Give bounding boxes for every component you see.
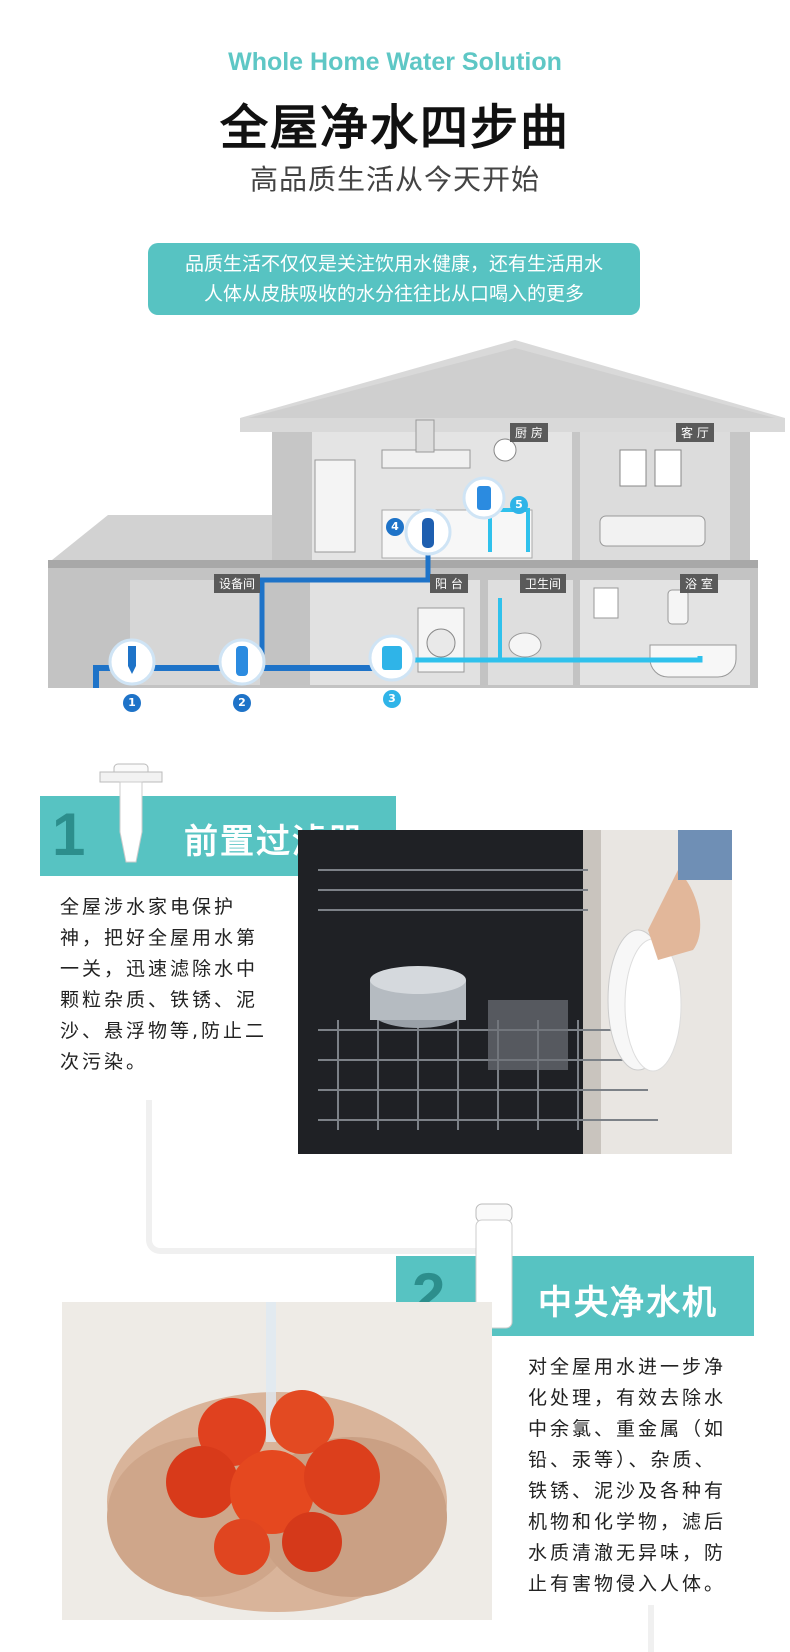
step2-line: 对全屋用水进一步净 [528, 1356, 727, 1378]
banner-line-1: 品质生活不仅仅是关注饮用水健康，还有生活用水 [184, 253, 603, 275]
marker-4: 4 [386, 518, 404, 536]
step1-line: 一关，迅速滤除水中 [60, 958, 259, 980]
clock-icon [493, 438, 517, 462]
step1-line: 全屋涉水家电保护 [60, 896, 237, 918]
dishwasher-photo [298, 830, 732, 1154]
room-label-living: 客 厅 [676, 423, 714, 442]
toilet-room [488, 580, 573, 685]
marker-3: 3 [383, 690, 401, 708]
room-label-kitchen: 厨 房 [510, 423, 548, 442]
mirror [593, 587, 619, 619]
banner-line-2: 人体从皮肤吸收的水分往往比从口喝入的更多 [203, 283, 584, 305]
step1-line: 沙、悬浮物等,防止二 [60, 1020, 268, 1042]
step2-line: 水质清澈无异味，防 [528, 1542, 727, 1564]
picture-frame [619, 449, 647, 487]
step2-description: 对全屋用水进一步净 化处理，有效去除水 中余氯、重金属（如 铅、汞等）、杂质、 … [528, 1352, 758, 1600]
house-svg [48, 340, 785, 688]
range-hood [381, 449, 471, 469]
info-banner: 品质生活不仅仅是关注饮用水健康，还有生活用水 人体从皮肤吸收的水分往往比从口喝入… [148, 243, 640, 315]
connector-line [146, 1100, 487, 1254]
toilet [508, 632, 542, 658]
step2-line: 铁锈、泥沙及各种有 [528, 1480, 727, 1502]
step2-title: 中央净水机 [538, 1283, 718, 1323]
step2-line: 铅、汞等）、杂质、 [528, 1449, 717, 1471]
step2-line: 机物和化学物，滤后 [528, 1511, 727, 1533]
kitchen-counter [381, 509, 533, 559]
step1-line: 神，把好全屋用水第 [60, 927, 259, 949]
sofa [599, 515, 706, 547]
fridge [314, 459, 356, 553]
room-label-toilet: 卫生间 [520, 574, 567, 593]
step2-line: 化处理，有效去除水 [528, 1387, 727, 1409]
central-purifier-icon [475, 1203, 513, 1329]
up-pipe [259, 552, 431, 668]
step2-line: 中余氯、重金属（如 [528, 1418, 727, 1440]
water-heater [667, 589, 689, 625]
pre-filter-icon [99, 763, 163, 863]
marker-1: 1 [123, 694, 141, 712]
room-label-bath: 浴 室 [680, 574, 718, 593]
step1-description: 全屋涉水家电保护 神，把好全屋用水第 一关，迅速滤除水中 颗粒杂质、铁锈、泥 沙… [60, 892, 280, 1078]
step1-line: 次污染。 [60, 1051, 149, 1073]
marker-2: 2 [233, 694, 251, 712]
room-label-balcony: 阳 台 [430, 574, 468, 593]
annex-roof [52, 515, 272, 560]
english-title: Whole Home Water Solution [228, 48, 562, 76]
room-label-equipment: 设备间 [214, 574, 261, 593]
main-title: 全屋净水四步曲 [219, 100, 570, 156]
step2-line: 止有害物侵入人体。 [528, 1573, 727, 1595]
connector-line-bottom [648, 1605, 654, 1652]
subtitle: 高品质生活从今天开始 [249, 163, 540, 196]
tomatoes-photo [62, 1302, 492, 1620]
step1-line: 颗粒杂质、铁锈、泥 [60, 989, 259, 1011]
step1-number: 1 [52, 801, 86, 868]
house-illustration: 厨 房 客 厅 设备间 阳 台 卫生间 浴 室 1 2 3 4 5 [0, 340, 790, 740]
marker-5: 5 [510, 496, 528, 514]
picture-frame [654, 449, 682, 487]
light-pipe [392, 656, 703, 663]
